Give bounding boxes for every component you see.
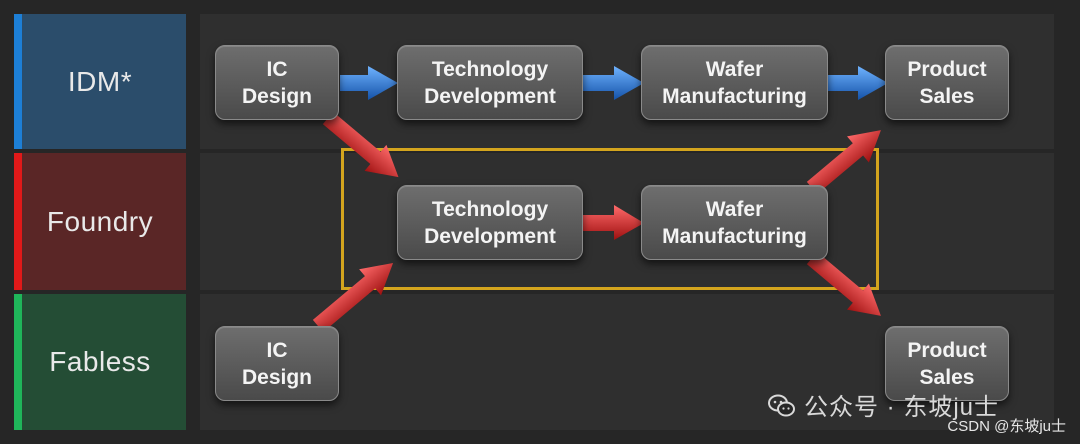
- row-fabless-label-cell: Fabless: [14, 294, 186, 430]
- foundry-highlight-frame: [341, 148, 879, 290]
- arrow-idm-wafer-to-sales: [828, 66, 888, 100]
- arrow-fabless-design-to-foundry-tech: [312, 263, 394, 333]
- node-idm-product-sales: Product Sales: [885, 45, 1009, 120]
- arrow-foundry-tech-to-wafer: [582, 205, 644, 240]
- node-fabless-ic-design: IC Design: [215, 326, 339, 401]
- watermark-text: 公众号 · 东坡ju士: [804, 394, 1000, 421]
- wechat-icon: [768, 394, 795, 416]
- arrow-foundry-wafer-to-idm-sales: [806, 130, 881, 195]
- node-idm-ic-design: IC Design: [215, 45, 339, 120]
- csdn-credit: CSDN @东坡ju士: [947, 418, 1066, 435]
- arrow-idm-tech-to-wafer: [582, 66, 644, 100]
- node-fabless-product-sales: Product Sales: [885, 326, 1009, 401]
- row-foundry-label-cell: Foundry: [14, 153, 186, 290]
- node-idm-wafer-manufacturing: Wafer Manufacturing: [641, 45, 828, 120]
- node-foundry-wafer-manufacturing: Wafer Manufacturing: [641, 185, 828, 260]
- row-foundry-stripe: [14, 153, 22, 290]
- row-idm-label-cell: IDM*: [14, 14, 186, 149]
- watermark: 公众号 · 东坡ju士: [768, 387, 999, 422]
- arrow-idm-design-to-foundry-tech: [322, 111, 399, 178]
- arrow-foundry-wafer-to-fabless-sales: [806, 251, 881, 316]
- row-idm-stripe: [14, 14, 22, 149]
- row-fabless-label: Fabless: [49, 346, 151, 377]
- row-foundry-label: Foundry: [46, 205, 154, 237]
- node-foundry-technology-development: Technology Development: [397, 185, 583, 260]
- arrow-idm-design-to-tech: [340, 66, 398, 100]
- row-idm-label: IDM*: [67, 65, 133, 97]
- row-fabless-stripe: [14, 294, 22, 430]
- node-idm-technology-development: Technology Development: [397, 45, 583, 120]
